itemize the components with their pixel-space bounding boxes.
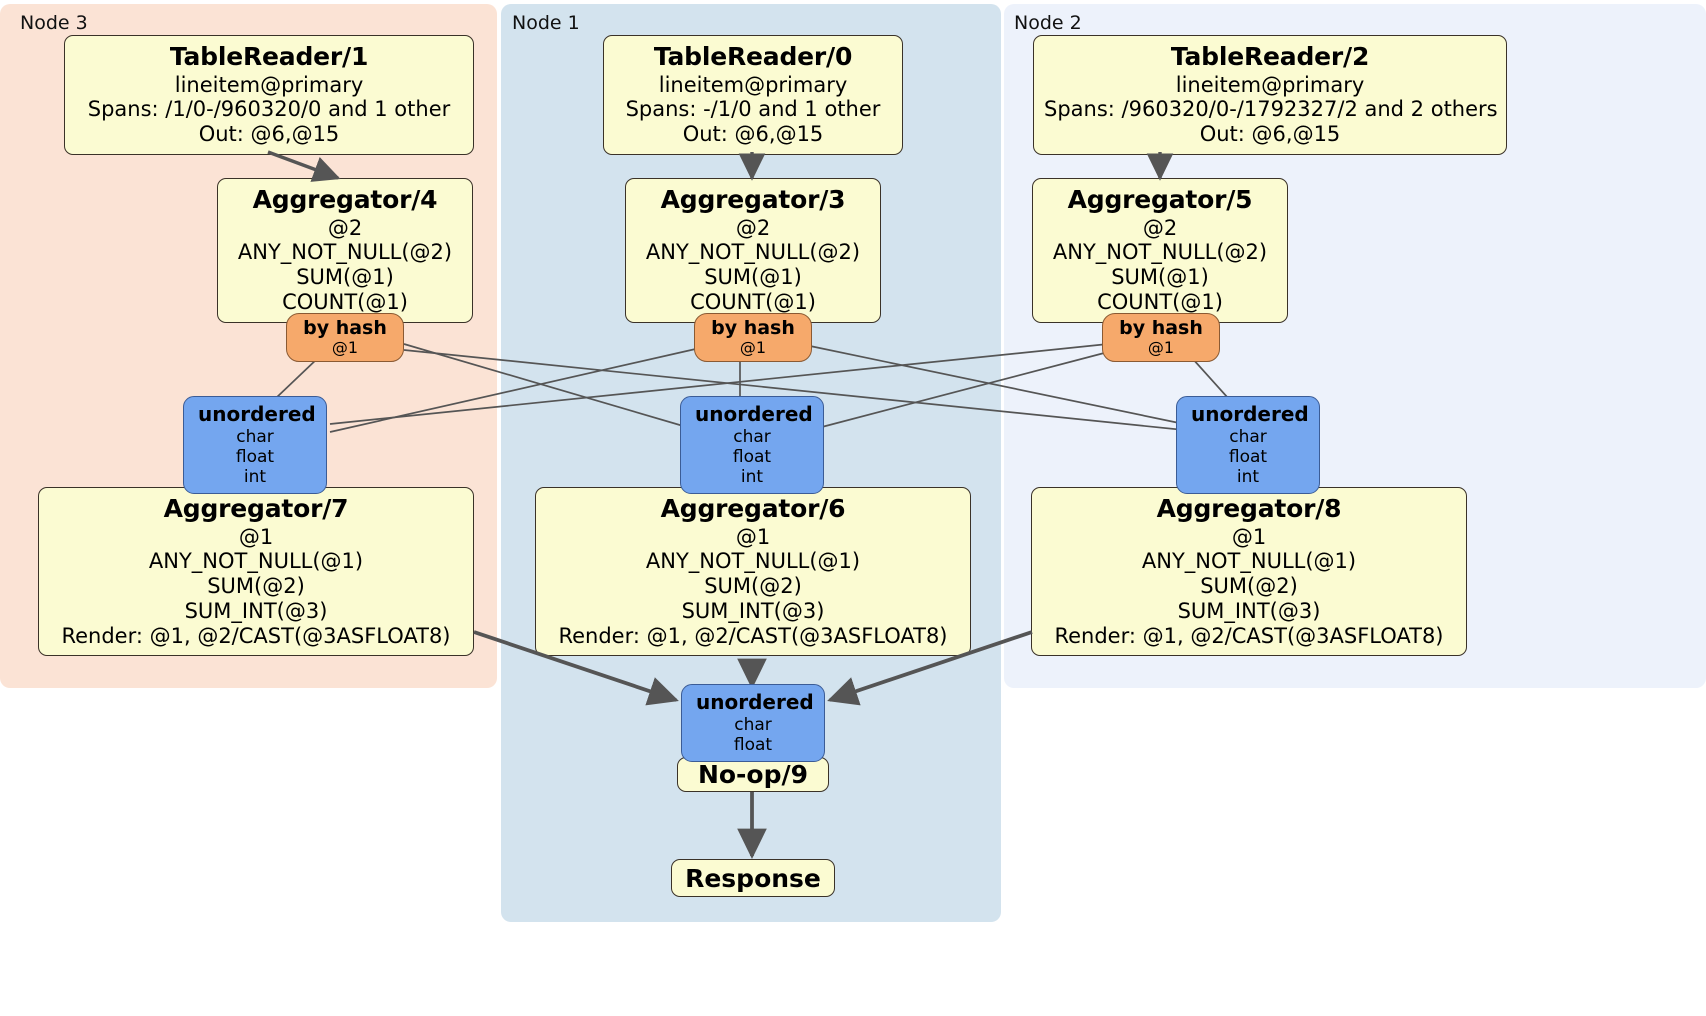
processor-line: @2 <box>735 215 771 240</box>
processor-line: SUM(@2) <box>207 574 305 599</box>
processor-line: Out: @6,@15 <box>682 122 824 147</box>
synchronizer-unordered-middle[interactable]: unordered char float int <box>680 396 824 494</box>
processor-line: ANY_NOT_NULL(@1) <box>1141 549 1357 574</box>
processor-title: TableReader/1 <box>169 42 369 71</box>
processor-title: TableReader/2 <box>1170 42 1370 71</box>
processor-aggregator-3[interactable]: Aggregator/3 @2 ANY_NOT_NULL(@2) SUM(@1)… <box>625 178 881 323</box>
processor-title: Aggregator/7 <box>163 494 349 523</box>
synchronizer-type: float <box>235 446 275 467</box>
processor-table-reader-1[interactable]: TableReader/1 lineitem@primary Spans: /1… <box>64 35 474 155</box>
processor-aggregator-8[interactable]: Aggregator/8 @1 ANY_NOT_NULL(@1) SUM(@2)… <box>1031 487 1467 657</box>
synchronizer-title: unordered <box>695 402 813 426</box>
processor-line: SUM(@2) <box>704 574 802 599</box>
processor-line: SUM_INT(@3) <box>184 598 328 623</box>
synchronizer-type: float <box>733 734 773 755</box>
processor-title: Aggregator/4 <box>252 185 438 214</box>
router-by-hash-right[interactable]: by hash @1 <box>1102 313 1220 363</box>
router-title: by hash <box>303 317 387 339</box>
panel-node-2-label: Node 2 <box>1014 12 1082 34</box>
synchronizer-unordered-right[interactable]: unordered char float int <box>1176 396 1320 494</box>
processor-line: SUM(@1) <box>1111 265 1209 290</box>
router-by-hash-left[interactable]: by hash @1 <box>286 313 404 363</box>
synchronizer-type: int <box>740 466 764 487</box>
router-by-hash-middle[interactable]: by hash @1 <box>694 313 812 363</box>
processor-title: Aggregator/8 <box>1156 494 1342 523</box>
processor-line: SUM_INT(@3) <box>1177 598 1321 623</box>
processor-line: lineitem@primary <box>174 72 364 97</box>
processor-title: Aggregator/3 <box>660 185 846 214</box>
processor-line: @1 <box>1231 524 1267 549</box>
processor-line: SUM(@2) <box>1200 574 1298 599</box>
processor-line: COUNT(@1) <box>690 289 816 314</box>
synchronizer-type: int <box>1236 466 1260 487</box>
synchronizer-type: float <box>1228 446 1268 467</box>
processor-line: lineitem@primary <box>658 72 848 97</box>
synchronizer-unordered-left[interactable]: unordered char float int <box>183 396 327 494</box>
router-hash-column: @1 <box>739 337 767 357</box>
processor-title: TableReader/0 <box>653 42 853 71</box>
processor-aggregator-6[interactable]: Aggregator/6 @1 ANY_NOT_NULL(@1) SUM(@2)… <box>535 487 971 657</box>
processor-render-line: Render: @1, @2/CAST(@3ASFLOAT8) <box>1054 623 1444 648</box>
processor-title: Response <box>685 863 821 893</box>
synchronizer-type: int <box>243 466 267 487</box>
router-title: by hash <box>1119 317 1203 339</box>
processor-title: No-op/9 <box>697 760 809 789</box>
synchronizer-title: unordered <box>198 402 316 426</box>
processor-render-line: Render: @1, @2/CAST(@3ASFLOAT8) <box>61 623 451 648</box>
processor-line: lineitem@primary <box>1175 72 1365 97</box>
synchronizer-title: unordered <box>696 690 814 714</box>
synchronizer-type: char <box>734 714 772 735</box>
processor-table-reader-2[interactable]: TableReader/2 lineitem@primary Spans: /9… <box>1033 35 1507 155</box>
processor-line: Spans: -/1/0 and 1 other <box>625 97 881 122</box>
processor-line: Out: @6,@15 <box>1199 122 1341 147</box>
processor-line: SUM_INT(@3) <box>681 598 825 623</box>
processor-table-reader-0[interactable]: TableReader/0 lineitem@primary Spans: -/… <box>603 35 903 155</box>
synchronizer-type: char <box>1229 426 1267 447</box>
router-hash-column: @1 <box>1147 337 1175 357</box>
processor-render-line: Render: @1, @2/CAST(@3ASFLOAT8) <box>558 623 948 648</box>
synchronizer-title: unordered <box>1191 402 1309 426</box>
processor-line: Out: @6,@15 <box>198 122 340 147</box>
synchronizer-type: char <box>236 426 274 447</box>
panel-node-3-label: Node 3 <box>20 12 88 34</box>
processor-line: Spans: /960320/0-/1792327/2 and 2 others <box>1044 97 1498 122</box>
processor-aggregator-5[interactable]: Aggregator/5 @2 ANY_NOT_NULL(@2) SUM(@1)… <box>1032 178 1288 323</box>
processor-aggregator-4[interactable]: Aggregator/4 @2 ANY_NOT_NULL(@2) SUM(@1)… <box>217 178 473 323</box>
processor-line: @2 <box>327 215 363 240</box>
processor-line: @1 <box>735 524 771 549</box>
processor-line: COUNT(@1) <box>1097 289 1223 314</box>
processor-title: Aggregator/6 <box>660 494 846 523</box>
processor-line: @1 <box>238 524 274 549</box>
processor-line: @2 <box>1142 215 1178 240</box>
synchronizer-type: char <box>733 426 771 447</box>
processor-line: SUM(@1) <box>704 265 802 290</box>
processor-line: SUM(@1) <box>296 265 394 290</box>
processor-line: ANY_NOT_NULL(@2) <box>645 240 861 265</box>
processor-line: ANY_NOT_NULL(@2) <box>1052 240 1268 265</box>
processor-line: ANY_NOT_NULL(@1) <box>645 549 861 574</box>
processor-line: ANY_NOT_NULL(@1) <box>148 549 364 574</box>
panel-node-1-label: Node 1 <box>512 12 580 34</box>
processor-line: Spans: /1/0-/960320/0 and 1 other <box>87 97 451 122</box>
synchronizer-unordered-final[interactable]: unordered char float <box>681 684 825 762</box>
router-title: by hash <box>711 317 795 339</box>
processor-noop-9[interactable]: No-op/9 <box>677 757 829 792</box>
processor-response[interactable]: Response <box>671 859 835 897</box>
processor-line: ANY_NOT_NULL(@2) <box>237 240 453 265</box>
synchronizer-type: float <box>732 446 772 467</box>
router-hash-column: @1 <box>331 337 359 357</box>
processor-aggregator-7[interactable]: Aggregator/7 @1 ANY_NOT_NULL(@1) SUM(@2)… <box>38 487 474 657</box>
processor-title: Aggregator/5 <box>1067 185 1253 214</box>
processor-line: COUNT(@1) <box>282 289 408 314</box>
